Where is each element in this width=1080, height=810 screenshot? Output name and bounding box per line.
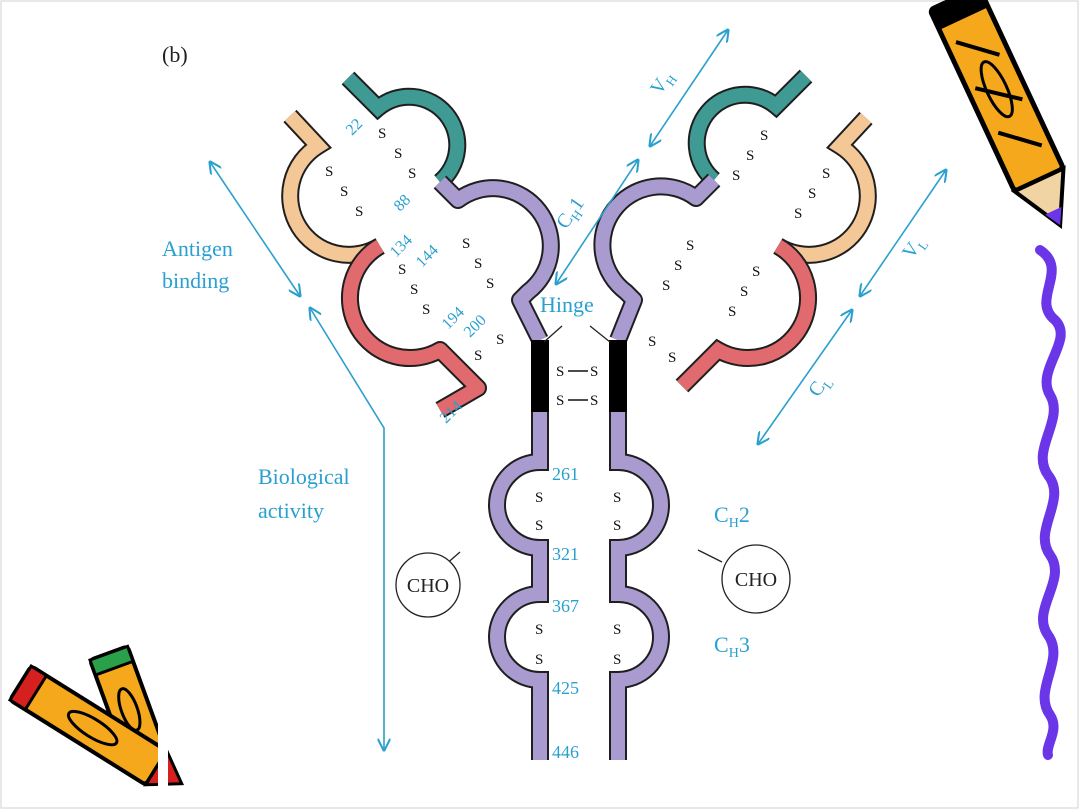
antigen-binding-arrow: [210, 162, 300, 296]
ss-cl-left-a: S: [398, 262, 406, 278]
ss-vl-right-a: S: [822, 166, 830, 182]
ss-ch2-left-b: S: [535, 518, 543, 534]
antigen-binding-label-1: Antigen: [162, 236, 233, 261]
ss-lh-left-b: S: [496, 332, 504, 348]
ss-cl-left-c: S: [422, 302, 430, 318]
ss-vl-right-c: S: [794, 206, 802, 222]
ss-vh-left-a: S: [378, 126, 386, 142]
region-arrows: [210, 30, 946, 750]
ss-hinge-2a: S: [556, 393, 564, 409]
ss-vl-left-a: S: [325, 164, 333, 180]
ss-cl-right-c: S: [728, 304, 736, 320]
cho-label-left: CHO: [407, 575, 449, 597]
ss-ch3-left-b: S: [535, 652, 543, 668]
ss-lh-left-a: S: [474, 348, 482, 364]
ss-vh-left-b: S: [394, 146, 402, 162]
ch2-ch3-left: [490, 412, 547, 760]
ss-cl-right-a: S: [752, 264, 760, 280]
biological-activity-label-1: Biological: [258, 464, 350, 489]
biological-activity-label-2: activity: [258, 498, 324, 523]
ss-ch2-left-a: S: [535, 490, 543, 506]
hinge-right: [609, 340, 627, 412]
ss-vl-left-b: S: [340, 184, 348, 200]
residue-367: 367: [552, 596, 579, 616]
ss-ch3-right-a: S: [613, 622, 621, 638]
ch2-sub: H: [729, 516, 739, 531]
residue-321: 321: [552, 544, 579, 564]
ss-ch1-left-a: S: [462, 236, 470, 252]
ss-ch1-right-a: S: [686, 238, 694, 254]
ss-ch1-right-b: S: [674, 258, 682, 274]
carbohydrate-left: CHO: [395, 551, 461, 618]
ch1-domain-left: [435, 177, 558, 344]
disulfide-bonds: S S S S S S S S S S S S S S S S S S S S …: [325, 126, 830, 668]
residue-261: 261: [552, 464, 579, 484]
ss-ch1-left-c: S: [486, 276, 494, 292]
carbohydrate-right: CHO: [697, 544, 791, 614]
ss-vh-right-a: S: [760, 128, 768, 144]
ss-ch3-right-b: S: [613, 652, 621, 668]
ss-ch3-left-a: S: [535, 622, 543, 638]
ss-cl-left-b: S: [410, 282, 418, 298]
antigen-binding-label-2: binding: [162, 268, 229, 293]
hinge-label: Hinge: [540, 292, 594, 317]
hinge-left: [531, 340, 549, 412]
vh-domain-left: [343, 73, 465, 188]
vh-arrow: [650, 30, 728, 146]
crayon-pair-icon: [7, 640, 185, 800]
biological-activity-arrow: [310, 308, 384, 750]
ss-vh-left-c: S: [408, 166, 416, 182]
ch3-sub: H: [729, 646, 739, 661]
residue-446: 446: [552, 742, 579, 762]
ss-lh-right-a: S: [648, 334, 656, 350]
ss-ch1-right-c: S: [662, 278, 670, 294]
svg-text:CH2: CH2: [714, 502, 750, 531]
ss-vl-right-b: S: [808, 186, 816, 202]
left-heavy-chain: [341, 71, 560, 760]
pencil-icon: [928, 0, 1066, 229]
ss-ch1-left-b: S: [474, 256, 482, 272]
ss-vh-right-c: S: [732, 168, 740, 184]
panel-label: (b): [162, 42, 188, 67]
svg-text:CH3: CH3: [714, 632, 750, 661]
ss-ch2-right-b: S: [613, 518, 621, 534]
ch3-num: 3: [739, 632, 750, 657]
cho-label-right: CHO: [735, 569, 777, 591]
vl-arrow: [860, 170, 946, 296]
ch2-label: C: [714, 502, 729, 527]
wavy-border: [1035, 245, 1066, 760]
ss-vh-right-b: S: [746, 148, 754, 164]
ss-hinge-2b: S: [590, 393, 598, 409]
ss-vl-left-c: S: [355, 204, 363, 220]
ss-cl-right-b: S: [740, 284, 748, 300]
ss-lh-right-b: S: [668, 350, 676, 366]
ch3-label: C: [714, 632, 729, 657]
ss-hinge-1a: S: [556, 364, 564, 380]
ss-hinge-1b: S: [590, 364, 598, 380]
ch2-num: 2: [739, 502, 750, 527]
ss-ch2-right-a: S: [613, 490, 621, 506]
cl-arrow: [758, 310, 852, 444]
residue-425: 425: [552, 678, 579, 698]
ch2-ch3-right: [611, 412, 668, 760]
ch1-arrow: [556, 160, 638, 284]
